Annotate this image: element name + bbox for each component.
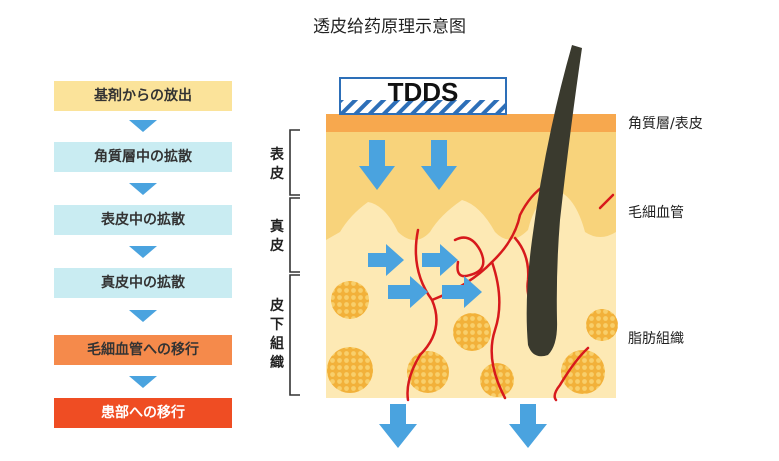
page-title: 透皮给药原理示意图 xyxy=(313,17,466,37)
label-epidermis: 表皮 xyxy=(270,147,284,182)
step-target: 患部への移行 xyxy=(54,398,232,428)
tdds-patch-hatch xyxy=(341,100,505,113)
step-epidermis: 表皮中の拡散 xyxy=(54,205,232,235)
label-stratum-corneum: 角質層/表皮 xyxy=(628,116,703,132)
step-label: 基剤からの放出 xyxy=(94,88,192,104)
fat-cell xyxy=(561,350,605,394)
step-dermis: 真皮中の拡散 xyxy=(54,268,232,298)
bracket-epidermis xyxy=(289,129,300,196)
hair-shaft xyxy=(526,45,582,357)
arrow-right-icon xyxy=(422,244,458,276)
step-label: 表皮中の拡散 xyxy=(101,212,185,228)
step-label: 角質層中の拡散 xyxy=(94,149,192,165)
diffusion-arrows xyxy=(359,140,547,448)
arrow-down-icon xyxy=(379,404,417,448)
capillary-vessel xyxy=(553,346,590,402)
step-stratum-corneum: 角質層中の拡散 xyxy=(54,142,232,172)
epidermis-layer xyxy=(326,130,616,240)
bracket-dermis xyxy=(289,197,300,273)
arrow-down-icon xyxy=(359,140,395,190)
step-label: 患部への移行 xyxy=(101,405,185,421)
step-release: 基剤からの放出 xyxy=(54,81,232,111)
label-dermis: 真皮 xyxy=(270,219,284,254)
flow-arrow-icon xyxy=(129,246,157,258)
fat-cell xyxy=(453,313,491,351)
arrow-down-icon xyxy=(509,404,547,448)
stratum-corneum-layer xyxy=(326,114,616,132)
arrow-right-icon xyxy=(388,276,428,308)
capillary-vessel xyxy=(406,228,438,402)
capillary-vessel xyxy=(490,260,507,400)
capillary-vessel xyxy=(453,236,485,278)
step-label: 毛細血管への移行 xyxy=(87,342,199,358)
label-subcutaneous: 皮下組織 xyxy=(270,298,284,371)
flow-arrow-icon xyxy=(129,310,157,322)
flow-arrow-icon xyxy=(129,183,157,195)
flow-arrow-icon xyxy=(129,376,157,388)
bracket-subcutaneous xyxy=(289,274,300,396)
capillary-vessel xyxy=(430,183,547,302)
layer-brackets xyxy=(289,129,300,396)
arrow-down-icon xyxy=(421,140,457,190)
arrow-right-icon xyxy=(368,244,404,276)
capillary-vessel xyxy=(598,193,615,210)
fat-cell xyxy=(586,309,618,341)
tdds-label: TDDS xyxy=(387,77,459,107)
step-label: 真皮中の拡散 xyxy=(101,275,185,291)
arrow-right-icon xyxy=(442,276,482,308)
label-capillary: 毛細血管 xyxy=(628,205,684,221)
step-capillary: 毛細血管への移行 xyxy=(54,335,232,365)
label-fat-tissue: 脂肪組織 xyxy=(628,331,684,347)
fat-cell xyxy=(407,351,449,393)
fat-cell xyxy=(327,347,373,393)
flow-arrow-icon xyxy=(129,120,157,132)
fat-cell xyxy=(331,281,369,319)
